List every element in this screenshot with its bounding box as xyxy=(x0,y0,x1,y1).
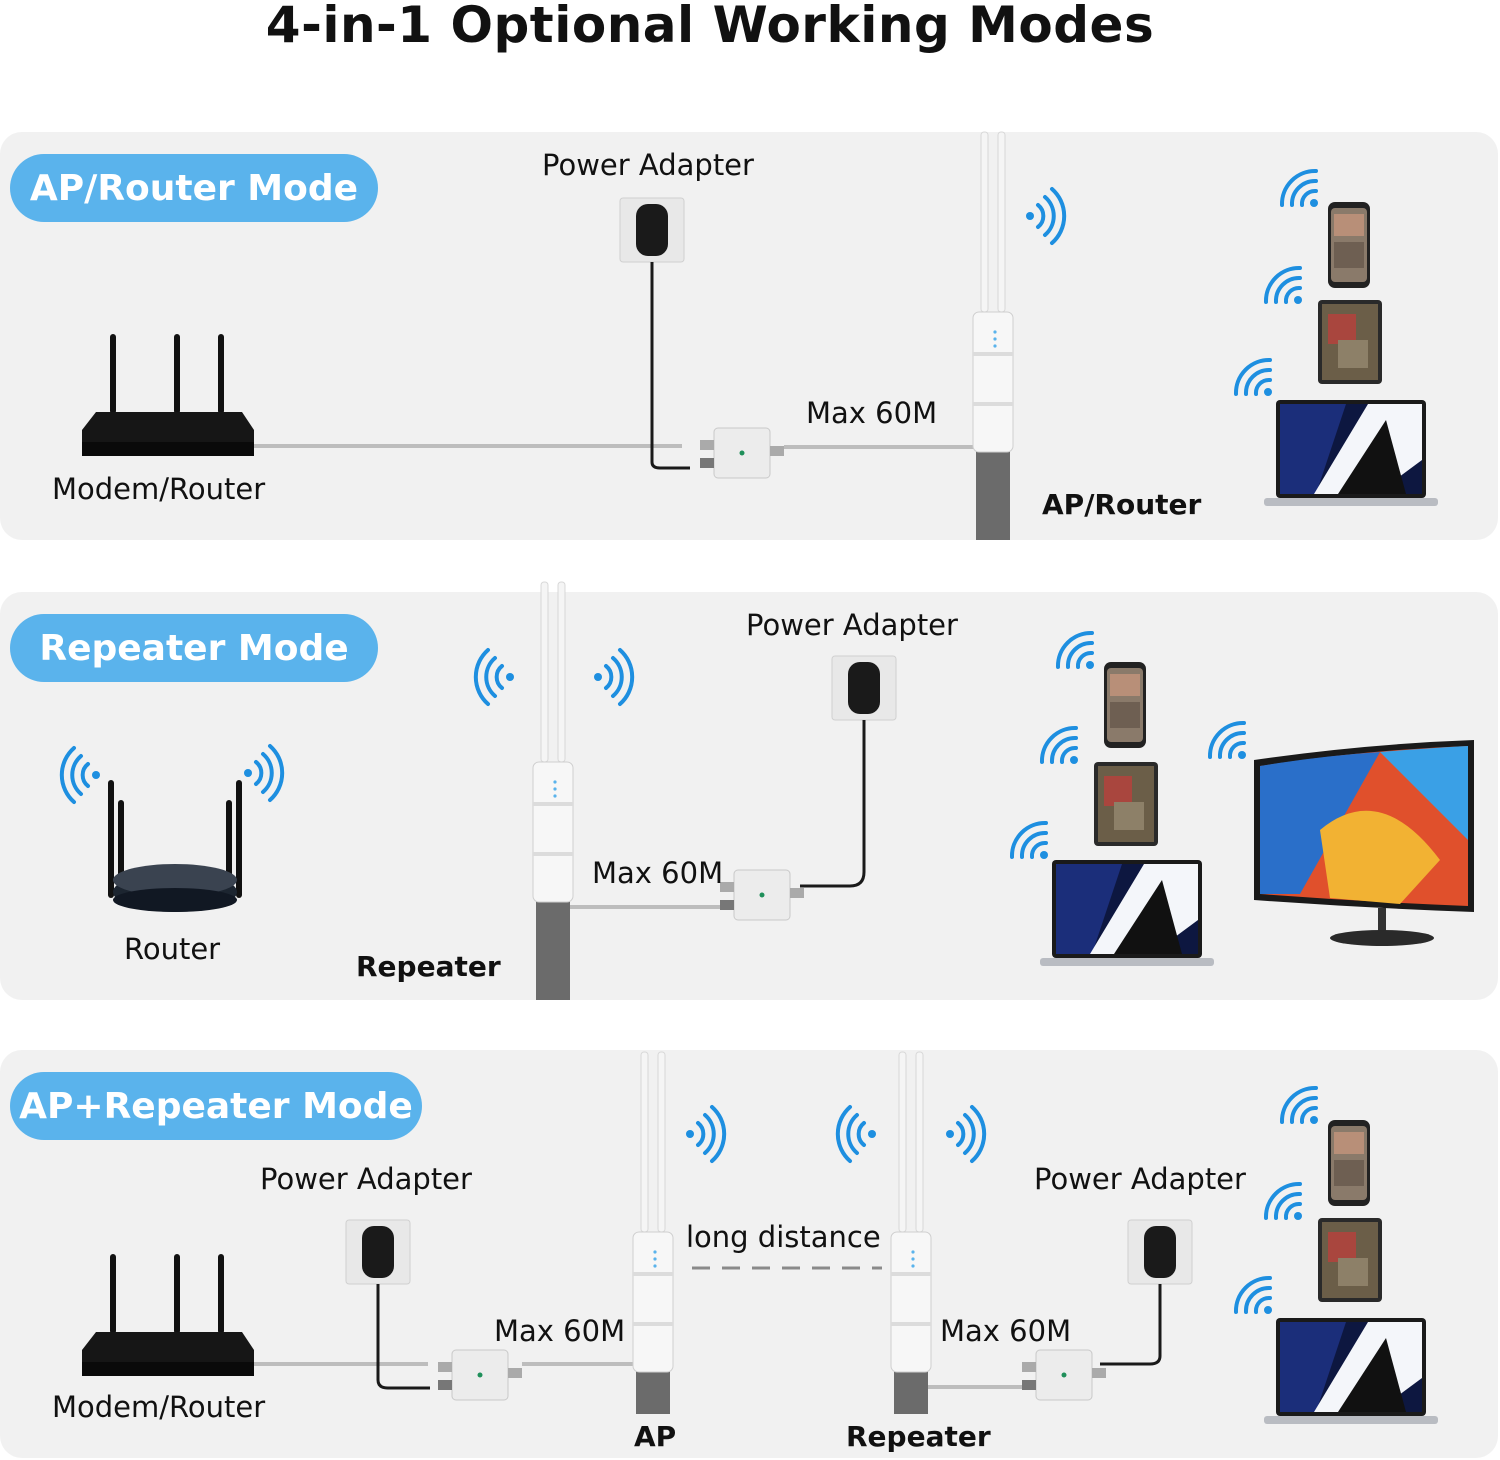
power-adapter-label: Power Adapter xyxy=(542,148,754,182)
router-label: Router xyxy=(124,932,221,966)
device-label-ap: AP xyxy=(634,1420,677,1453)
device-label-repeater: Repeater xyxy=(846,1420,991,1453)
distance-label: Max 60M xyxy=(806,396,938,430)
power-adapter-label: Power Adapter xyxy=(746,608,958,642)
modem-router-label: Modem/Router xyxy=(52,1390,266,1424)
mode-badge-repeater: Repeater Mode xyxy=(10,614,378,682)
power-adapter-label: Power Adapter xyxy=(260,1162,472,1196)
modem-router-label: Modem/Router xyxy=(52,472,266,506)
mode-badge-ap-router: AP/Router Mode xyxy=(10,154,378,222)
distance-label: Max 60M xyxy=(940,1314,1072,1348)
mode-badge-ap-repeater: AP+Repeater Mode xyxy=(10,1072,422,1140)
device-label-repeater: Repeater xyxy=(356,950,501,983)
device-label-ap-router: AP/Router xyxy=(1042,488,1202,521)
distance-label: Max 60M xyxy=(592,856,724,890)
distance-label: Max 60M xyxy=(494,1314,626,1348)
power-adapter-label: Power Adapter xyxy=(1034,1162,1246,1196)
page-title: 4-in-1 Optional Working Modes xyxy=(265,0,1155,54)
long-distance-label: long distance xyxy=(686,1220,881,1254)
